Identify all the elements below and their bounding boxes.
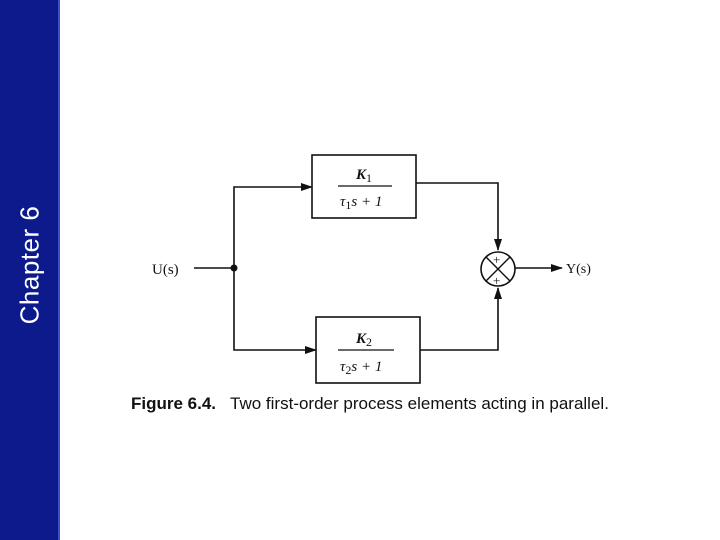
- figure-caption-text: Two first-order process elements acting …: [230, 394, 609, 413]
- output-label: Y(s): [566, 262, 591, 277]
- block-1-numerator: K1: [355, 167, 372, 185]
- summing-junction: [480, 251, 516, 287]
- summer-top-sign: +: [493, 252, 500, 267]
- block-2-output-line: [420, 287, 502, 351]
- block-2-numerator: K2: [355, 331, 372, 349]
- block-1: [311, 154, 417, 219]
- upper-branch-line: [233, 183, 313, 268]
- block-1-denominator: τ1s + 1: [340, 194, 382, 212]
- summer-bottom-sign: +: [493, 273, 500, 288]
- block-1-output-line: [416, 182, 502, 251]
- lower-branch-line: [233, 268, 317, 354]
- block-2-denominator: τ2s + 1: [340, 359, 382, 377]
- figure-caption: Figure 6.4. Two first-order process eleme…: [131, 394, 691, 414]
- chapter-sidebar: Chapter 6: [0, 0, 60, 540]
- figure-number: Figure 6.4.: [131, 394, 217, 413]
- input-label: U(s): [152, 262, 179, 278]
